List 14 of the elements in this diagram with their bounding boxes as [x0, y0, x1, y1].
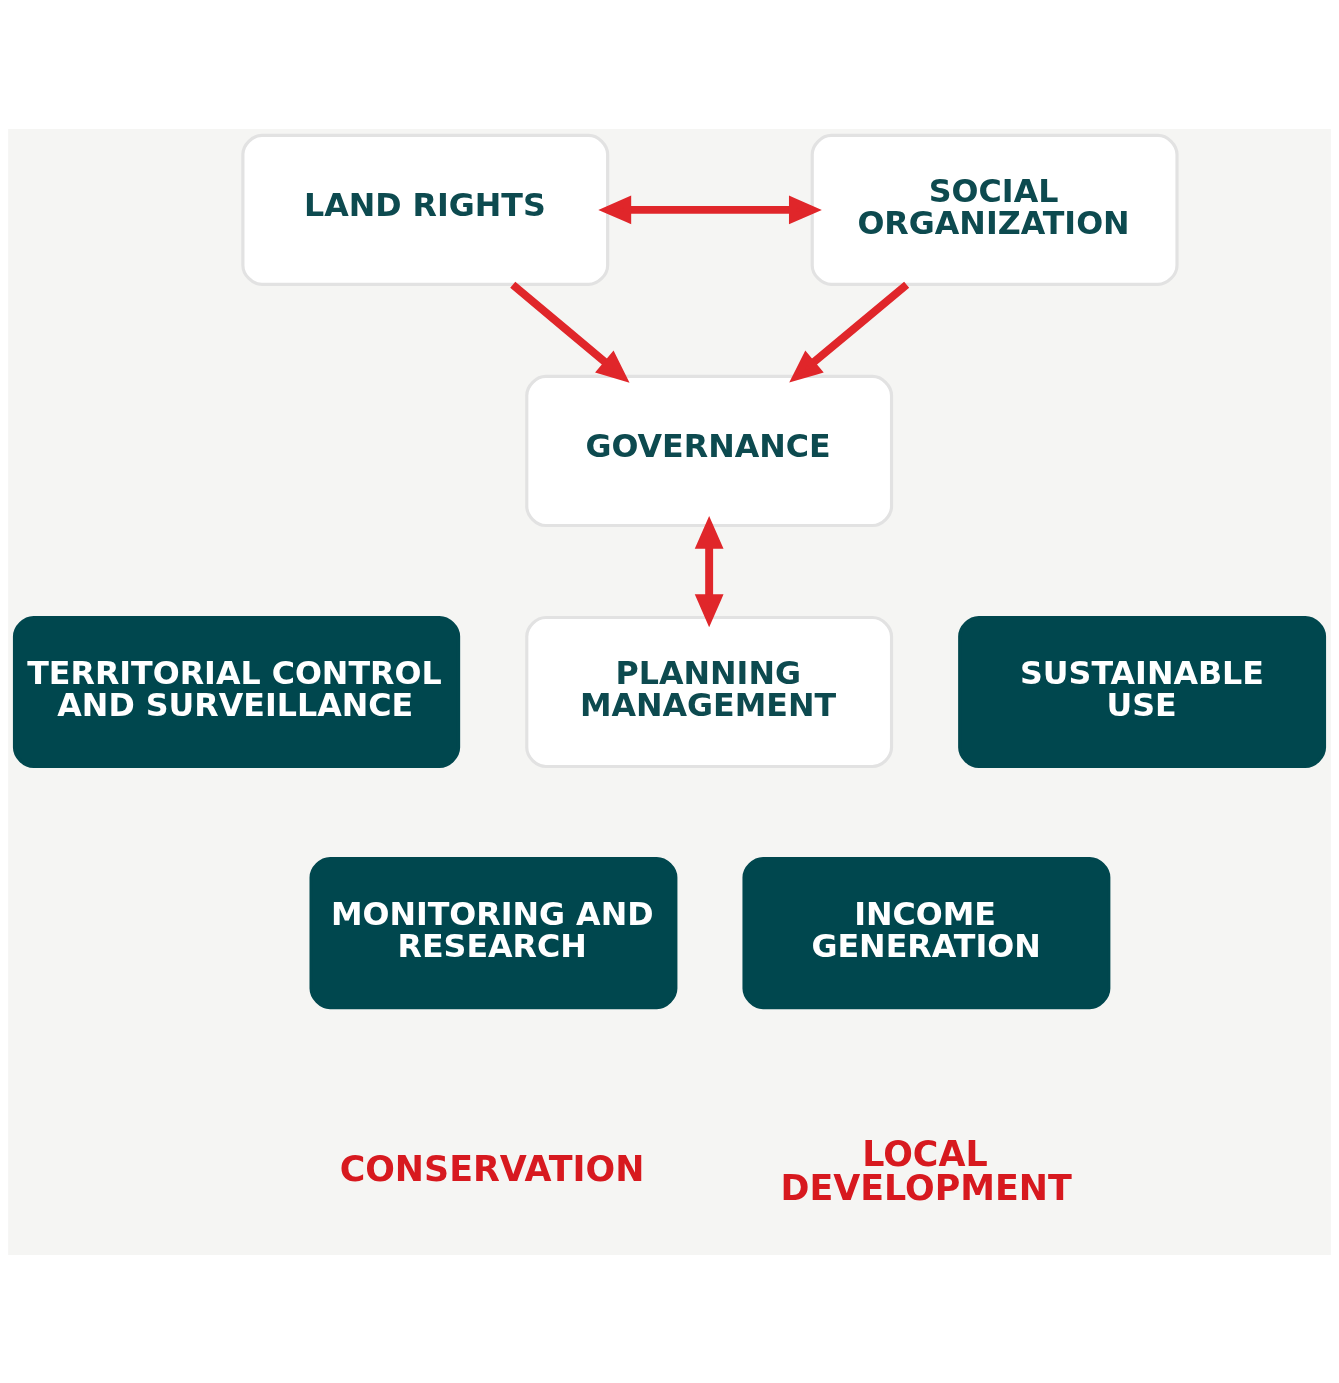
node-box: SOCIAL ORGANIZATION: [810, 133, 1179, 286]
arrow: [694, 515, 724, 627]
node-box: LAND RIGHTS: [241, 133, 610, 286]
arrow: [598, 195, 822, 224]
arrow: [789, 281, 910, 383]
node-box: GOVERNANCE: [525, 374, 894, 527]
node-box: TERRITORIAL CONTROL AND SURVEILLANCE: [12, 615, 461, 768]
node-box: INCOME GENERATION: [742, 856, 1111, 1009]
node-box: MONITORING AND RESEARCH: [309, 856, 678, 1009]
label: LOCAL DEVELOPMENT: [780, 1133, 1072, 1208]
label: CONSERVATION: [339, 1148, 645, 1189]
node-box: SUSTAINABLE USE: [958, 615, 1327, 768]
node-box: PLANNING MANAGEMENT: [525, 615, 894, 768]
arrow: [510, 281, 630, 383]
